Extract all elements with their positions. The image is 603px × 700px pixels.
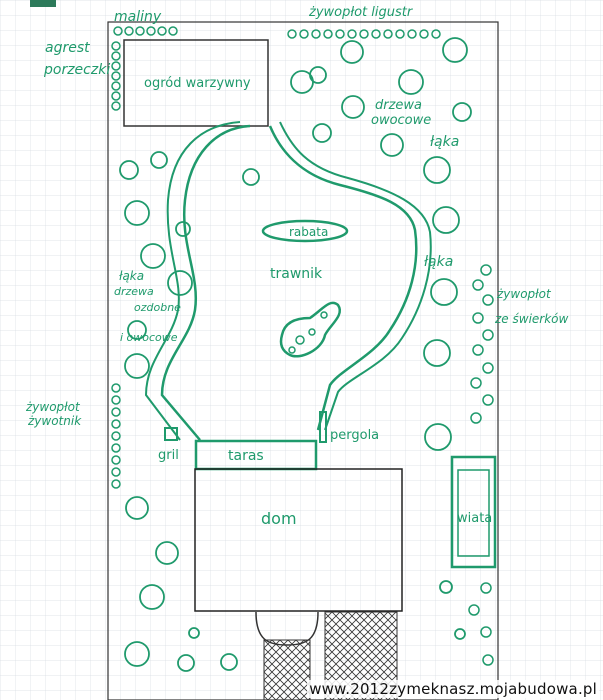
carport-inner [457, 469, 490, 557]
label-carport: wiata [457, 511, 492, 526]
label-grill: gril [158, 448, 179, 463]
label-spruce-hedge-1: żywopłot [496, 287, 552, 301]
label-flower-bed: rabata [289, 225, 328, 239]
bed-detail-4 [288, 346, 296, 354]
label-house: dom [261, 509, 297, 528]
label-ornamental: ozdobne [134, 301, 181, 314]
label-and-fruit: i owocowe [120, 331, 178, 344]
raspberry-row [113, 26, 178, 36]
bed-detail-3 [320, 311, 328, 319]
lawn-path-outer [144, 121, 432, 441]
label-vegetable-garden: ogród warzywny [144, 76, 251, 91]
label-fruit-trees-2: owocowe [371, 113, 431, 128]
house-footprint [194, 468, 403, 612]
label-pergola: pergola [330, 428, 379, 443]
corner-mark [30, 0, 56, 7]
pergola-structure [319, 411, 327, 443]
plot-boundary [107, 21, 499, 700]
vegetable-garden-area [123, 39, 269, 127]
footpath-hatched [263, 639, 311, 700]
label-spruce-hedge-2: ze świerków [494, 312, 569, 326]
watermark-url: www.2012zymeknasz.mojabudowa.pl [307, 680, 599, 698]
bed-detail-2 [308, 328, 316, 336]
trees [119, 37, 472, 672]
label-meadow-right: łąka [424, 254, 453, 270]
label-trees-left: drzewa [114, 285, 154, 298]
small-flower-bed [279, 301, 341, 358]
bed-detail-1 [295, 335, 305, 345]
label-meadow-left: łąka [119, 269, 144, 283]
label-thuja-hedge-1: żywopłot [25, 400, 81, 414]
label-lawn: trawnik [270, 266, 323, 282]
label-gooseberry: agrest [45, 40, 90, 56]
label-meadow-top: łąka [430, 134, 459, 150]
label-thuja-hedge-2: żywotnik [27, 414, 82, 428]
label-privet-hedge: żywopłot ligustr [308, 5, 414, 20]
label-raspberries: maliny [114, 9, 162, 25]
label-currants: porzeczki [43, 62, 110, 78]
flower-bed-rabata [261, 219, 349, 243]
left-shrub-column [111, 41, 121, 489]
label-terrace: taras [228, 448, 264, 464]
label-fruit-trees-1: drzewa [375, 98, 422, 113]
grill-box [164, 427, 178, 441]
carport-wiata [450, 455, 497, 569]
spruce-hedge-right [468, 264, 494, 666]
privet-hedge-top [287, 29, 441, 39]
lawn-path-inner [160, 124, 418, 441]
